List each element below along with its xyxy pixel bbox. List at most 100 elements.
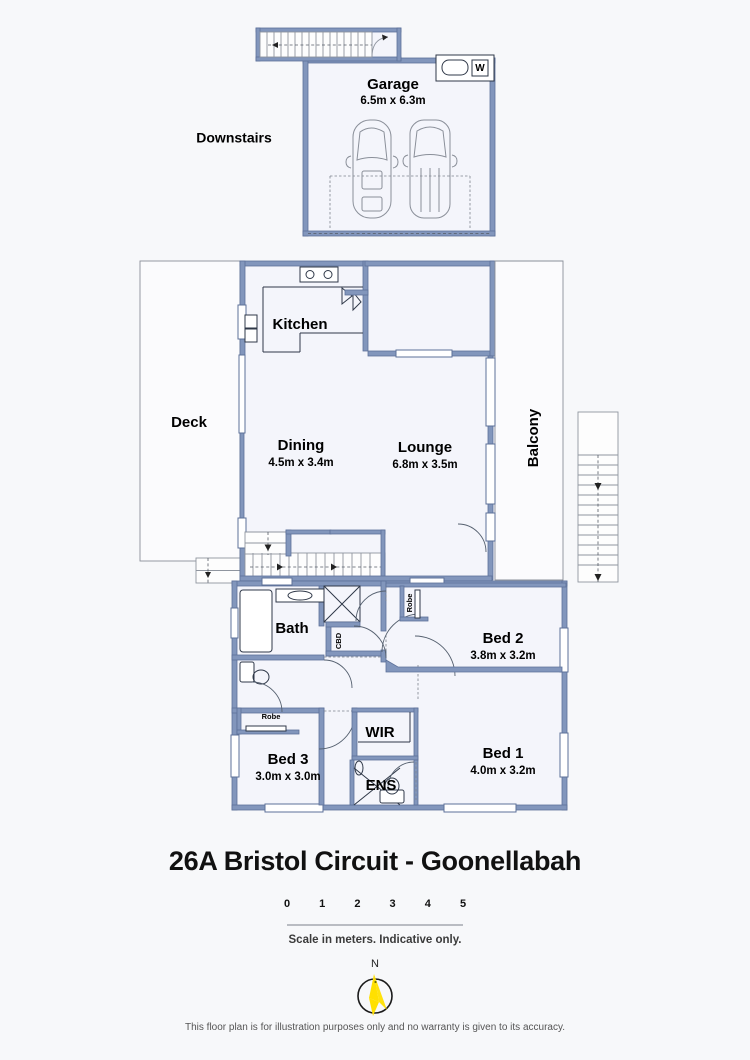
shower-icon	[323, 585, 361, 623]
lounge-dimension: 6.8m x 3.5m	[392, 459, 457, 471]
laundry-tub-icon	[441, 59, 469, 76]
robe-bed2-label: Robe	[405, 594, 414, 613]
compass-center-dot	[374, 980, 377, 984]
lounge-window-e1	[485, 357, 496, 427]
bed1-dimension: 4.0m x 3.2m	[470, 765, 535, 777]
compass-icon	[357, 974, 393, 1016]
wc-cistern-icon	[239, 661, 255, 683]
downstairs-label: Downstairs	[196, 130, 272, 146]
bath-door-swing	[323, 659, 353, 689]
washer-box	[471, 59, 489, 77]
robe-bed3-rail	[245, 725, 287, 732]
bedrooms-floor	[232, 581, 567, 810]
bath-window-north	[261, 577, 293, 586]
living-wall-left-seg	[239, 336, 246, 356]
lounge-window-e2	[485, 443, 496, 505]
cbd-door-swing	[381, 613, 421, 653]
bed3-window-south	[264, 803, 324, 813]
sink-bowl-2	[244, 328, 258, 343]
scale-tick-labels: 0 1 2 3 4 5	[283, 898, 467, 914]
bed3-label: Bed 3	[268, 751, 309, 768]
basin-icon	[287, 590, 313, 601]
deck-stair	[195, 557, 241, 584]
wir-wall-bottom	[351, 755, 419, 761]
scale-tick-4: 4	[424, 898, 431, 910]
compass-needle-south	[369, 998, 379, 1016]
balcony-stair	[577, 411, 619, 583]
bed3-window	[230, 734, 240, 778]
wir-wall-top	[351, 707, 419, 713]
bath-wall-south	[231, 654, 325, 661]
bed2-dimension: 3.8m x 3.2m	[470, 650, 535, 662]
compass-needle-east	[374, 974, 387, 1010]
scale-caption: Scale in meters. Indicative only.	[288, 934, 462, 946]
lounge-door-swing	[457, 523, 487, 553]
garage-label: Garage	[367, 76, 419, 93]
bed2-door-swing-2	[353, 625, 387, 659]
robe-bed2-rail	[414, 589, 421, 619]
bed1-label: Bed 1	[483, 745, 524, 762]
garage-stairwell-wall-left	[255, 27, 261, 62]
bed2-window	[559, 627, 569, 673]
car-2-icon	[402, 119, 458, 219]
wir-label: WIR	[365, 724, 394, 741]
wir-wall-left	[351, 707, 358, 761]
ens-wc-cistern	[379, 789, 405, 804]
disclaimer-text: This floor plan is for illustration purp…	[185, 1022, 565, 1033]
bathtub-icon	[239, 589, 273, 653]
living-wall-left-lower	[239, 544, 246, 581]
page-title: 26A Bristol Circuit - Goonellabah	[168, 846, 582, 876]
bed1-window	[559, 732, 569, 778]
car-1-icon	[345, 119, 399, 219]
robe-bed2-wall-bottom	[399, 616, 429, 622]
lounge-door-e	[485, 512, 496, 542]
kitchen-stub-wall	[344, 289, 369, 296]
bed3-wall-east	[318, 707, 325, 806]
sink-bowl-1	[244, 314, 258, 329]
garage-stair-arrow-2	[382, 34, 388, 41]
bed2-door-swing	[355, 590, 387, 622]
bed3-dimension: 3.0m x 3.0m	[255, 771, 320, 783]
stair-wall-top-2	[329, 529, 386, 535]
scale-tick-0: 0	[283, 898, 291, 910]
lounge-window-north	[395, 349, 453, 358]
cbd-wall-bottom	[325, 650, 387, 657]
deck-stair-arrow	[205, 572, 211, 578]
garage-stair-arrow	[272, 42, 278, 48]
living-wall-left-mid	[239, 429, 245, 521]
dining-label: Dining	[278, 437, 325, 454]
garage-dimension: 6.5m x 6.3m	[360, 95, 425, 107]
living-wall-top-right	[364, 260, 496, 267]
wc-pan-icon	[252, 669, 270, 685]
robe-bed3-label: Robe	[262, 712, 281, 721]
scale-tick-1: 1	[319, 898, 326, 910]
ens-fixtures	[353, 760, 405, 806]
bed1-window-south	[443, 803, 517, 813]
deck-slider-1	[238, 354, 246, 434]
garage-stairwell-wall-right	[396, 27, 402, 62]
bath-fixtures	[230, 585, 361, 653]
level-downstairs: W Garage 6.5m x 6.3m Downstairs	[196, 27, 496, 237]
balcony-label: Balcony	[525, 408, 542, 467]
lounge-label: Lounge	[398, 439, 452, 456]
scale-tick-5: 5	[459, 898, 467, 910]
ens-wc-pan	[384, 777, 400, 795]
bed2-wall-north	[385, 582, 567, 588]
kitchen-label: Kitchen	[272, 316, 327, 333]
ens-label: ENS	[366, 777, 397, 794]
wir-shelf	[358, 712, 411, 743]
bed2-wall-south	[385, 659, 563, 673]
living-wall-right-upper	[489, 260, 496, 357]
robe-bed2-wall-left	[399, 585, 405, 621]
bath-label: Bath	[275, 620, 308, 637]
bath-window-west	[230, 607, 239, 639]
level-bedrooms: Bath CBD	[230, 577, 569, 813]
bed2-label: Bed 2	[483, 630, 524, 647]
compass-north-label: N	[371, 958, 379, 970]
compass-needle-north	[369, 974, 379, 1002]
stair-wall-right	[380, 529, 386, 583]
garage-stairwell-wall-bottom	[255, 56, 402, 62]
hall-wall-right-upper	[380, 580, 387, 632]
